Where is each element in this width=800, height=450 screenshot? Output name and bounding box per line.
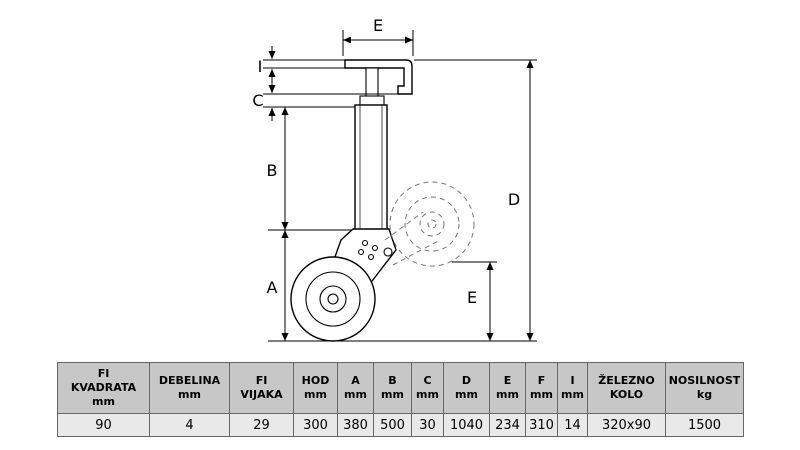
bolt-hole [357,248,365,256]
value-e: 234 [489,413,526,437]
col-header-b: B mm [373,362,412,414]
col-header-zelezno-kolo: ŽELEZNO KOLO [587,362,666,414]
dimension-label-e-top: E [373,16,383,35]
dimension-label-d: D [508,190,520,209]
value-fi-kvadrata: 90 [57,413,150,437]
value-a: 380 [337,413,374,437]
spec-table: FI KVADRATA mm DEBELINA mm FI VIJAKA HOD… [57,362,744,437]
value-nosilnost: 1500 [665,413,744,437]
spec-table-header-row: FI KVADRATA mm DEBELINA mm FI VIJAKA HOD… [57,362,744,414]
diagram-svg: E I C B A [252,16,537,342]
col-header-c: C mm [411,362,444,414]
handle-bracket [344,59,413,106]
col-header-hod: HOD mm [293,362,338,414]
col-header-f: F mm [525,362,558,414]
dimension-a: A [267,230,289,341]
col-header-e: E mm [489,362,526,414]
dimension-label-b: B [267,161,278,180]
value-d: 1040 [443,413,490,437]
value-f: 310 [525,413,558,437]
bolt-hole [361,239,369,247]
dimension-c: C [252,82,398,121]
col-header-a: A mm [337,362,374,414]
dimension-label-c: C [252,91,263,110]
col-header-nosilnost: NOSILNOST kg [665,362,744,414]
col-header-d: D mm [443,362,490,414]
jockey-wheel-diagram: E I C B A [252,16,537,342]
spec-table-value-row: 90 4 29 300 380 500 30 1040 234 310 14 3… [57,413,744,437]
dimension-b: B [267,107,352,231]
col-header-fi-vijaka: FI VIJAKA [229,362,294,414]
outer-tube [354,104,388,232]
pivot-bolt [383,247,393,257]
dimension-d: D [414,59,537,341]
dimension-i: I [258,46,345,82]
dimension-label-e-right: E [467,288,477,307]
wheel [290,256,376,342]
dimension-label-i: I [258,57,263,76]
value-debelina: 4 [149,413,230,437]
dimension-label-a: A [267,278,278,297]
bolt-hole [371,244,379,252]
col-header-i: I mm [557,362,588,414]
dimension-e-right: E [452,261,497,341]
col-header-debelina: DEBELINA mm [149,362,230,414]
value-i: 14 [557,413,588,437]
wheel-axle [327,293,339,305]
tube-collar [359,95,385,106]
value-c: 30 [411,413,444,437]
value-b: 500 [373,413,412,437]
bolt-hole [367,253,375,261]
value-hod: 300 [293,413,338,437]
dashed-swivel-wheel [384,181,475,267]
col-header-fi-kvadrata: FI KVADRATA mm [57,362,150,414]
dimension-e-top: E [342,16,414,56]
value-fi-vijaka: 29 [229,413,294,437]
value-zelezno-kolo: 320x90 [587,413,666,437]
